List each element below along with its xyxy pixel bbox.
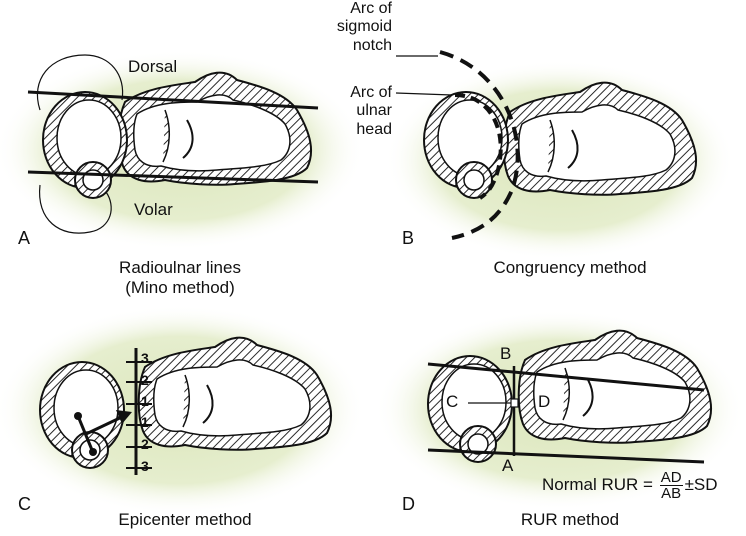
caption-c: Epicenter method xyxy=(118,510,252,529)
panel-a-letter: A xyxy=(18,228,31,248)
panel-b-letter: B xyxy=(402,228,415,248)
epicenter-point-lower xyxy=(89,448,97,456)
caption-a: Radioulnar lines (Mino method) xyxy=(80,258,280,297)
tick-label-2-bottom: 2 xyxy=(141,436,149,452)
arc-sigmoid-line3: notch xyxy=(352,36,392,54)
dorsal-radioulnar-line xyxy=(27,90,319,110)
ulnar-leader xyxy=(395,92,453,96)
epicenter-axis xyxy=(76,415,94,451)
panel-c-letter: C xyxy=(18,494,31,514)
arc-ulnar-line2: ulnar xyxy=(356,102,392,120)
arc-sigmoid-notch xyxy=(439,50,520,240)
epicenter-point-upper xyxy=(74,412,82,420)
caption-a-line1: Radioulnar lines xyxy=(119,258,241,277)
point-d-label: D xyxy=(538,392,551,411)
tick-label-3-top: 3 xyxy=(141,350,149,366)
arc-ulnar-label: Arc of ulnar head xyxy=(300,84,392,139)
point-a-label: A xyxy=(502,456,514,475)
arc-ulnar-line1: Arc of xyxy=(350,84,392,101)
tick-label-1-top: 1 xyxy=(141,393,149,409)
panel-c xyxy=(0,305,365,515)
point-b-label: B xyxy=(500,344,512,363)
tick-label-3-bottom: 3 xyxy=(141,458,149,474)
tick-label-2-top: 2 xyxy=(141,372,149,388)
volar-line-d xyxy=(427,448,705,464)
caption-d: RUR method xyxy=(520,510,620,529)
dorsal-outline xyxy=(36,54,124,111)
formula-prefix: Normal RUR = xyxy=(542,474,653,494)
volar-radioulnar-line xyxy=(27,170,319,184)
panel-a xyxy=(0,50,365,250)
epicenter-arrowhead xyxy=(116,410,132,424)
arc-ulnar-line3: head xyxy=(356,120,392,138)
point-c-label: C xyxy=(446,392,459,411)
panel-b xyxy=(385,50,735,260)
point-d-marker xyxy=(510,398,519,408)
formula-denominator: AB xyxy=(661,485,682,502)
arc-sigmoid-label: Arc of sigmoid notch xyxy=(300,0,392,55)
caption-b: Congruency method xyxy=(493,258,647,277)
panel-d xyxy=(375,310,745,510)
arc-ulnar-head xyxy=(454,93,503,200)
panel-d-letter: D xyxy=(402,494,415,514)
formula-fraction: AD AB xyxy=(659,469,683,502)
formula-suffix: ±SD xyxy=(684,474,718,494)
rur-formula: Normal RUR = AD AB ±SD xyxy=(542,470,718,501)
formula-numerator: AD xyxy=(659,469,683,486)
volar-label: Volar xyxy=(134,200,173,219)
arc-sigmoid-line2: sigmoid xyxy=(336,18,392,36)
arc-sigmoid-line1: Arc of xyxy=(350,0,392,17)
caption-a-line2: (Mino method) xyxy=(125,277,235,297)
tick-label-1-bottom: 1 xyxy=(141,414,149,430)
volar-outline xyxy=(39,184,112,234)
dorsal-line-d xyxy=(427,362,705,392)
dorsal-label: Dorsal xyxy=(128,57,178,76)
epicenter-arrow-shaft xyxy=(85,414,125,436)
